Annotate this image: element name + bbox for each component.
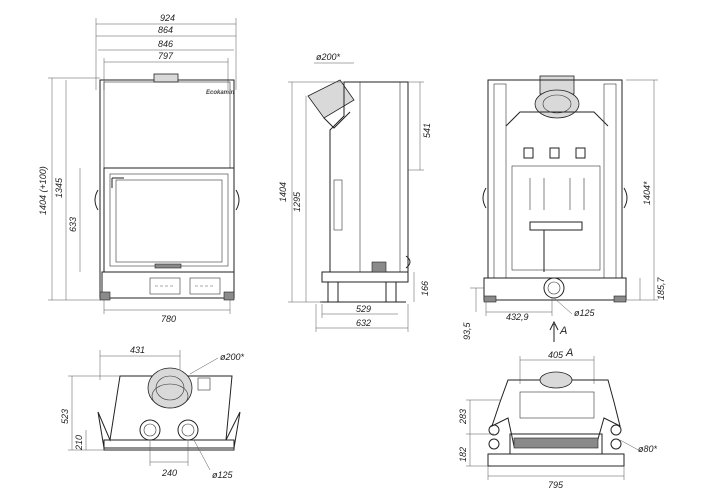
section-bottom-width: 795 bbox=[548, 480, 564, 490]
front-bottom-width: 780 bbox=[161, 314, 176, 324]
front-height-total: 1404 (+100) bbox=[38, 166, 48, 215]
front-height-633: 633 bbox=[68, 217, 78, 232]
section-top-width: 405 bbox=[548, 350, 564, 360]
top-flue-offset: 431 bbox=[130, 345, 145, 355]
rear-view: 1404* 185,7 432,9 ø125 93,5 A bbox=[462, 75, 666, 342]
rear-inlet-diameter: ø125 bbox=[574, 308, 596, 318]
side-leg-height: 166 bbox=[420, 281, 430, 296]
side-view: ø200* 541 1404 1295 166 bbox=[278, 52, 432, 332]
rear-bottom-height: 185,7 bbox=[656, 276, 666, 300]
rear-offset: 432,9 bbox=[506, 312, 529, 322]
front-view: 924 864 846 797 Ecokamin 780 bbox=[38, 13, 240, 324]
section-lower-height: 182 bbox=[458, 447, 468, 462]
front-width-864: 864 bbox=[158, 25, 173, 35]
flue-collar bbox=[153, 73, 179, 83]
side-flue-diameter: ø200* bbox=[316, 52, 341, 62]
rear-floor-height: 93,5 bbox=[462, 321, 472, 340]
section-a-view: A 405 283 182 795 ø80* bbox=[458, 347, 658, 490]
rear-section-mark: A bbox=[559, 325, 567, 337]
front-height-1345: 1345 bbox=[54, 177, 64, 198]
side-height-1404: 1404 bbox=[278, 182, 288, 202]
side-depth-632: 632 bbox=[356, 318, 371, 328]
side-depth-529: 529 bbox=[356, 304, 371, 314]
front-width-797: 797 bbox=[158, 51, 174, 61]
side-height-1295: 1295 bbox=[292, 191, 302, 212]
brand-logo: Ecokamin bbox=[206, 90, 235, 96]
top-depth: 523 bbox=[60, 409, 70, 424]
front-width-846: 846 bbox=[158, 39, 173, 49]
top-inlet-depth: 210 bbox=[74, 435, 84, 451]
section-side-diameter: ø80* bbox=[638, 444, 658, 454]
top-inlet-spacing: 240 bbox=[161, 468, 177, 478]
section-mark: A bbox=[565, 347, 573, 359]
top-flue-diameter: ø200* bbox=[220, 352, 245, 362]
front-width-924: 924 bbox=[160, 13, 175, 23]
section-upper-height: 283 bbox=[458, 409, 468, 425]
rear-height: 1404* bbox=[642, 181, 652, 205]
side-top-height: 541 bbox=[422, 123, 432, 138]
top-inlet-diameter: ø125 bbox=[212, 470, 234, 480]
top-view: 431 ø200* 523 210 240 ø125 bbox=[60, 345, 245, 480]
